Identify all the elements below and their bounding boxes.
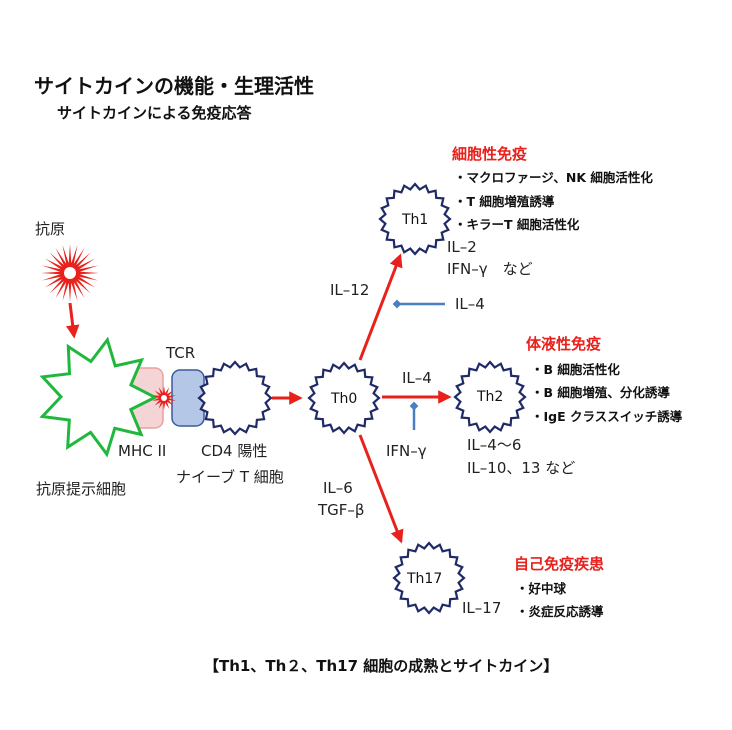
th2-effect-1: ・B 細胞活性化 (531, 362, 620, 377)
apc-star-icon (39, 336, 159, 458)
th17-products: IL–17 (462, 599, 502, 617)
th1-inhibitor: IL–4 (455, 295, 485, 313)
th2-label: Th2 (477, 389, 504, 405)
naive-t-cell-icon (197, 360, 273, 436)
page-subtitle: サイトカインによる免疫応答 (57, 104, 252, 122)
th1-label: Th1 (402, 212, 429, 228)
th17-inducer-line2: TGF–β (318, 501, 365, 519)
th1-cell-icon (378, 182, 452, 256)
th1-effect-3: ・キラーT 細胞活性化 (454, 217, 580, 232)
th17-effect-title: 自己免疫疾患 (514, 555, 605, 573)
th2-effect-title: 体液性免疫 (526, 335, 602, 353)
th17-effect-1: ・好中球 (516, 581, 567, 596)
th1-inducer: IL–12 (330, 281, 370, 299)
th17-effect-2: ・炎症反応誘導 (516, 604, 604, 619)
th2-products-line1: IL–4〜6 (467, 436, 522, 454)
th1-products-line1: IL–2 (447, 238, 477, 256)
th2-cell-icon (453, 360, 527, 434)
antigen-label: 抗原 (35, 220, 66, 238)
th1-effect-2: ・T 細胞増殖誘導 (454, 194, 555, 209)
th17-label: Th17 (407, 571, 443, 587)
th1-products-line2: IFN–γ など (447, 260, 533, 278)
presented-antigen-core (161, 395, 167, 401)
th0-to-th17-arrow (358, 434, 404, 544)
antigen-core (64, 267, 76, 279)
th17-inducer-line1: IL–6 (323, 479, 353, 497)
th0-cell-icon (307, 361, 381, 435)
th0-label: Th0 (331, 391, 358, 407)
cd4-label-line1: CD4 陽性 (201, 442, 268, 460)
th2-products-line2: IL–10、13 など (467, 459, 576, 477)
tcr-label: TCR (166, 344, 196, 362)
figure-caption: 【Th1、Th２、Th17 細胞の成熟とサイトカイン】 (204, 657, 559, 675)
th2-inhibitor: IFN–γ (386, 442, 427, 460)
th17-cell-icon (392, 541, 466, 615)
th2-effect-3: ・IgE クラススイッチ誘導 (531, 409, 683, 424)
cd4-label-line2: ナイーブ T 細胞 (176, 468, 284, 486)
apc-label: 抗原提示細胞 (36, 480, 127, 498)
th1-effect-title: 細胞性免疫 (452, 145, 528, 163)
antigen-arrow (65, 302, 80, 339)
page-title: サイトカインの機能・生理活性 (34, 74, 314, 98)
mhc-label: MHC II (118, 442, 167, 460)
th0-to-th1-arrow (358, 253, 403, 361)
th2-effect-2: ・B 細胞増殖、分化誘導 (531, 385, 670, 400)
th2-inducer: IL–4 (402, 369, 432, 387)
th1-effect-1: ・マクロファージ、NK 細胞活性化 (454, 170, 653, 185)
